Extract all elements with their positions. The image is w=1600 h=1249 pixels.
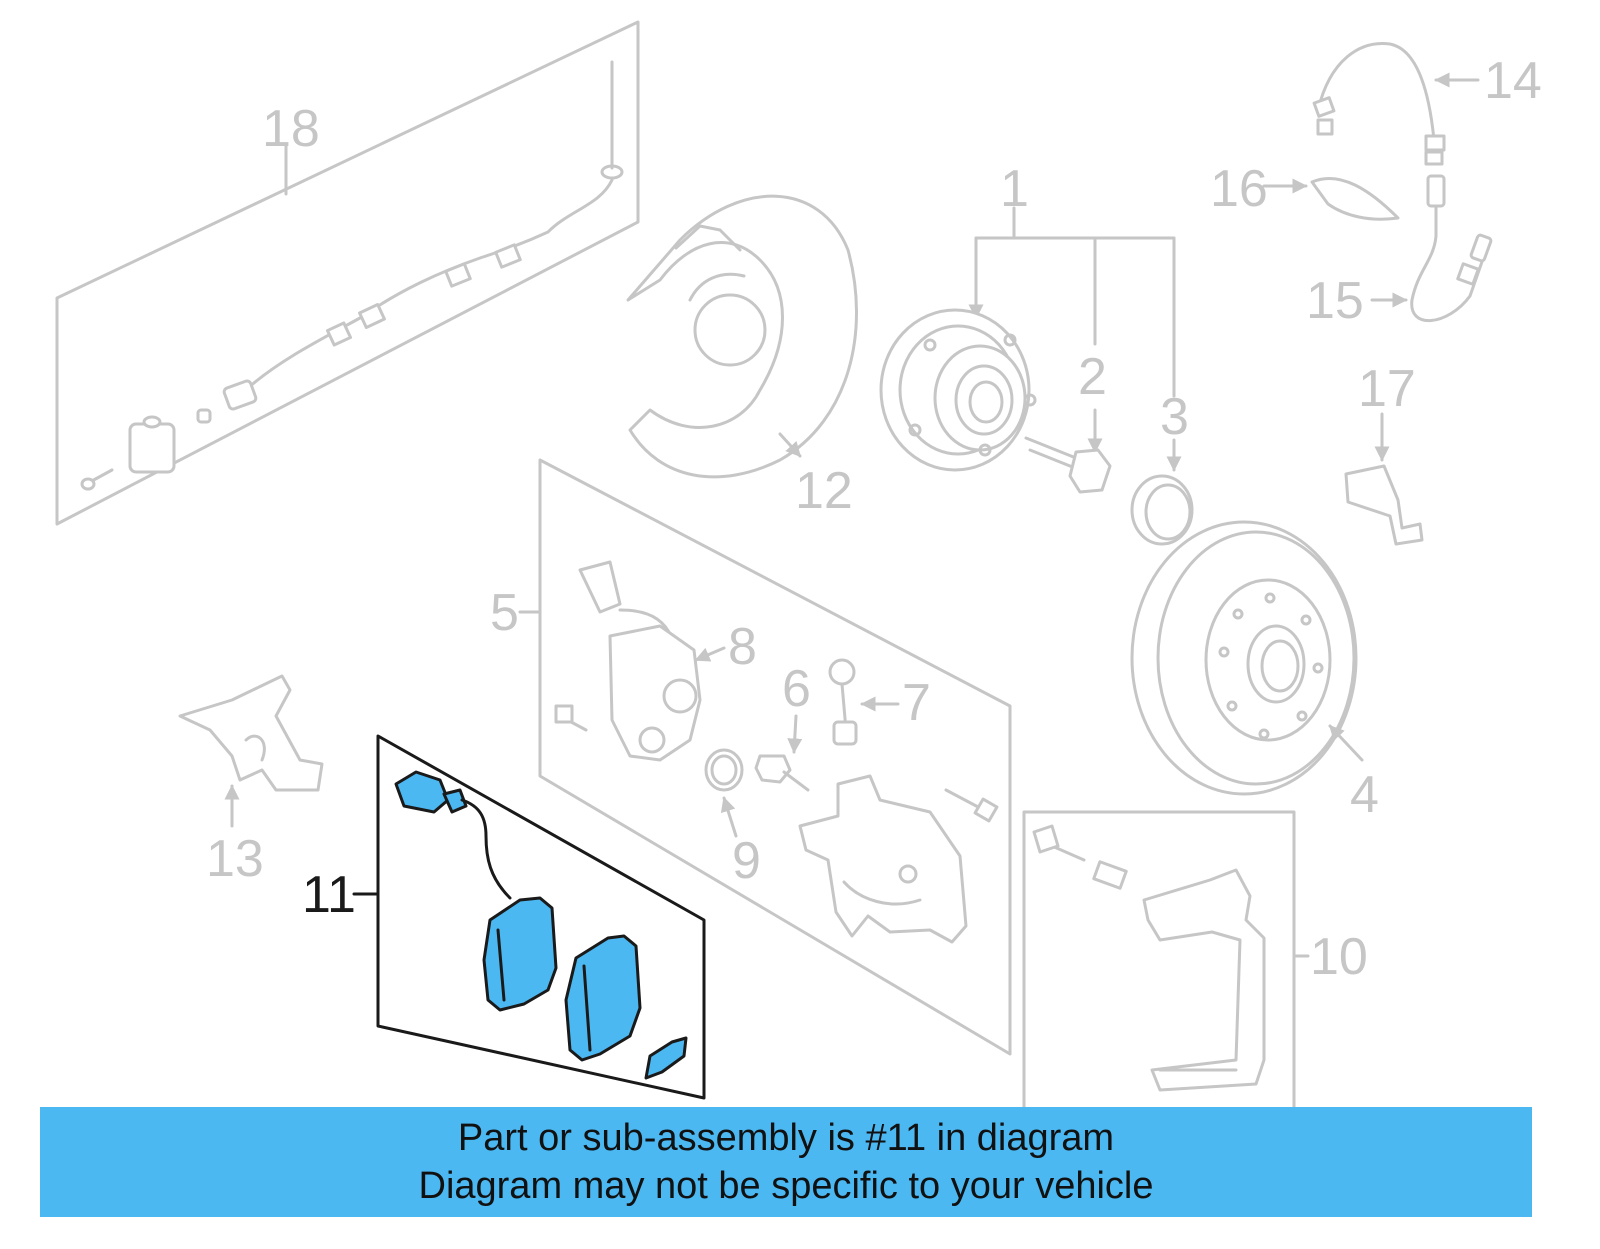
part-4-brake-rotor[interactable]: 4 [1130, 520, 1379, 824]
part-2-hub-bolt[interactable]: 2 [1024, 348, 1112, 494]
banner-line-2: Diagram may not be specific to your vehi… [418, 1165, 1154, 1207]
callout-1: 1 [1000, 160, 1029, 218]
callout-10: 10 [1310, 928, 1368, 986]
callout-16: 16 [1210, 160, 1268, 218]
callout-14: 14 [1484, 52, 1542, 110]
callout-2: 2 [1078, 348, 1107, 406]
callout-4: 4 [1350, 766, 1379, 824]
callout-15: 15 [1306, 272, 1364, 330]
callout-5: 5 [490, 584, 519, 642]
part-18-sensor-harness[interactable]: 18 [55, 20, 640, 526]
part-13-mounting-bracket[interactable]: 13 [178, 674, 324, 888]
callout-3: 3 [1160, 388, 1189, 446]
callout-12: 12 [795, 462, 853, 520]
part-15-brake-hose[interactable]: 15 [1306, 174, 1493, 330]
banner-line-1: Part or sub-assembly is #11 in diagram [457, 1117, 1115, 1159]
part-6-bleeder-screw[interactable]: 6 [754, 660, 811, 792]
info-banner: Part or sub-assembly is #11 in diagram D… [40, 1107, 1532, 1217]
callout-18: 18 [262, 100, 320, 158]
callout-17: 17 [1358, 360, 1416, 418]
part-16-hose-bracket[interactable]: 16 [1210, 160, 1400, 221]
part-1-wheel-hub[interactable]: 1 [879, 160, 1176, 472]
info-banner-background [40, 1107, 1532, 1217]
part-9-seal-ring[interactable]: 9 [704, 748, 761, 890]
part-5-caliper-assembly[interactable]: 5 [490, 458, 1012, 1056]
brake-pad-inner [482, 896, 558, 1012]
callout-7: 7 [902, 674, 931, 732]
callout-11: 11 [302, 866, 356, 924]
part-11-brake-pad-set[interactable]: 11 [302, 734, 706, 1100]
wear-sensor-connector [394, 770, 512, 900]
part-12-splash-shield[interactable]: 12 [626, 194, 858, 520]
callout-13: 13 [206, 830, 264, 888]
brake-pad-outer [564, 934, 642, 1062]
callout-6: 6 [782, 660, 811, 718]
part-17-bracket[interactable]: 17 [1344, 360, 1424, 546]
part-7-guide-pin[interactable]: 7 [828, 658, 931, 746]
callout-9: 9 [732, 832, 761, 890]
part-10-caliper-carrier[interactable]: 10 [1022, 810, 1368, 1118]
part-3-dust-cap[interactable]: 3 [1130, 388, 1194, 546]
part-8-caliper-housing[interactable]: 8 [554, 560, 757, 762]
callout-8: 8 [728, 618, 757, 676]
part-14-brake-hose[interactable]: 14 [1312, 42, 1542, 166]
anti-rattle-clip [644, 1036, 688, 1080]
